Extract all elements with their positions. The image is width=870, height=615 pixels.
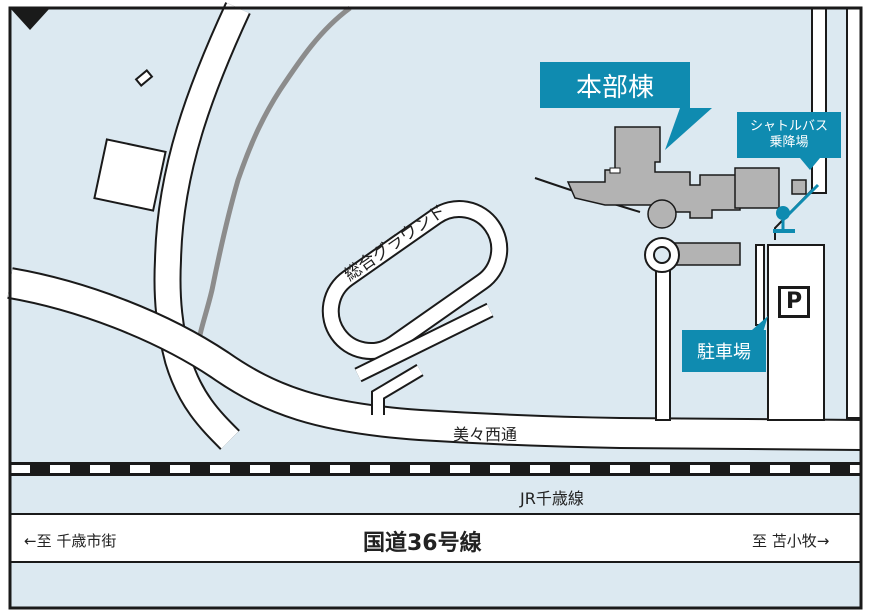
parking-label: 駐車場 <box>682 330 766 372</box>
hq-label: 本部棟 <box>540 62 690 108</box>
to-tomakomai-label: 至 苫小牧→ <box>752 532 830 550</box>
parking-lot <box>767 244 825 421</box>
athletic-track <box>321 200 509 360</box>
parking-strip <box>755 244 765 326</box>
railway-label: JR千歳線 <box>520 489 584 508</box>
hq-pointer <box>665 108 712 150</box>
track-path-2 <box>373 365 423 415</box>
frame-border <box>8 6 863 610</box>
parking-sign-icon: P <box>778 286 810 318</box>
to-chitose-label: ←至 千歳市街 <box>24 532 117 550</box>
shuttle-label-line1: シャトルバス <box>749 119 828 134</box>
east-road <box>811 7 827 194</box>
north-road <box>155 2 249 449</box>
hq-building <box>566 126 807 266</box>
small-marker <box>134 69 154 87</box>
shuttle-label: シャトルバス 乗降場 <box>737 112 841 158</box>
small-building <box>93 138 167 212</box>
route36-label: 国道36号線 <box>363 531 482 556</box>
track-path <box>355 304 493 381</box>
campus-road <box>655 259 671 421</box>
west-road <box>7 269 862 449</box>
shuttle-label-line2: 乗降場 <box>769 135 809 150</box>
stream <box>195 5 352 346</box>
east-road-2 <box>846 7 862 419</box>
street-label: 美々西通 <box>453 425 518 444</box>
